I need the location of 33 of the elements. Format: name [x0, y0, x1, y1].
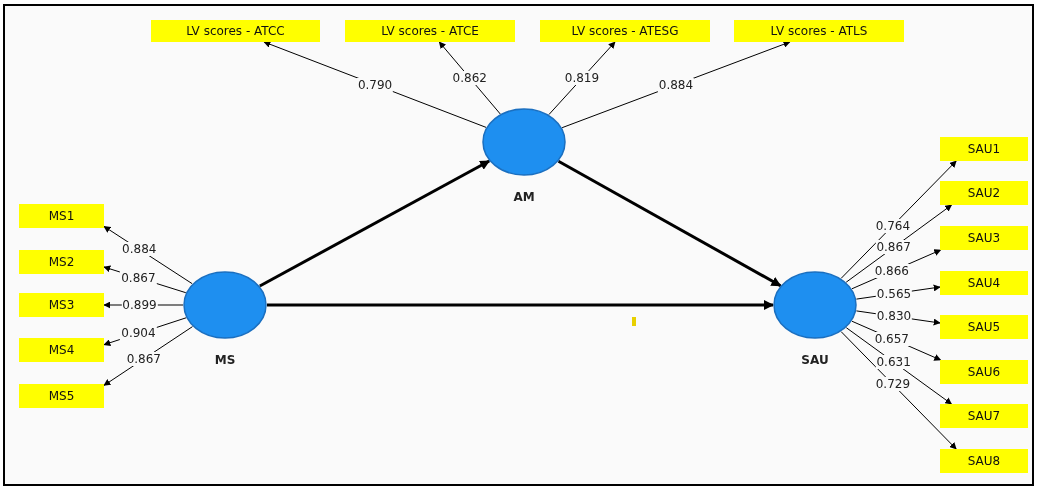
indicator-box: MS4	[19, 338, 104, 362]
arrow	[267, 300, 774, 310]
indicator-box: MS5	[19, 384, 104, 408]
indicator-box: LV scores - ATLS	[734, 20, 904, 42]
edge-label: 0.899	[121, 298, 158, 312]
indicator-box: SAU2	[940, 181, 1028, 205]
edge-label: 0.904	[120, 326, 157, 341]
indicator-box: SAU8	[940, 449, 1028, 473]
indicator-box: SAU6	[940, 360, 1028, 384]
indicator-box: LV scores - ATESG	[540, 20, 710, 42]
edge-label: 0.867	[875, 240, 912, 255]
indicator-box: SAU3	[940, 226, 1028, 250]
indicator-box: MS2	[19, 250, 104, 274]
arrow	[840, 160, 957, 279]
edge-label: 0.729	[874, 377, 912, 392]
edge-label: 0.631	[875, 355, 912, 369]
variable-label: MS	[214, 353, 236, 367]
indicator-box: MS1	[19, 204, 104, 228]
variable-label: SAU	[801, 353, 829, 367]
arrow	[557, 160, 782, 287]
indicator-box: SAU1	[940, 137, 1028, 161]
arrow	[259, 159, 491, 288]
indicator-box: MS3	[19, 293, 104, 317]
indicator-box: SAU5	[940, 315, 1028, 339]
variable-label: AM	[513, 190, 535, 204]
arrow	[840, 331, 957, 450]
indicator-box: SAU7	[940, 404, 1028, 428]
edge-label: 0.866	[873, 264, 910, 279]
edge-label: 0.819	[563, 71, 601, 86]
indicator-box: SAU4	[940, 271, 1028, 295]
indicator-box: LV scores - ATCE	[345, 20, 515, 42]
edge-label: 0.884	[121, 242, 158, 257]
indicator-box: LV scores - ATCC	[151, 20, 320, 42]
